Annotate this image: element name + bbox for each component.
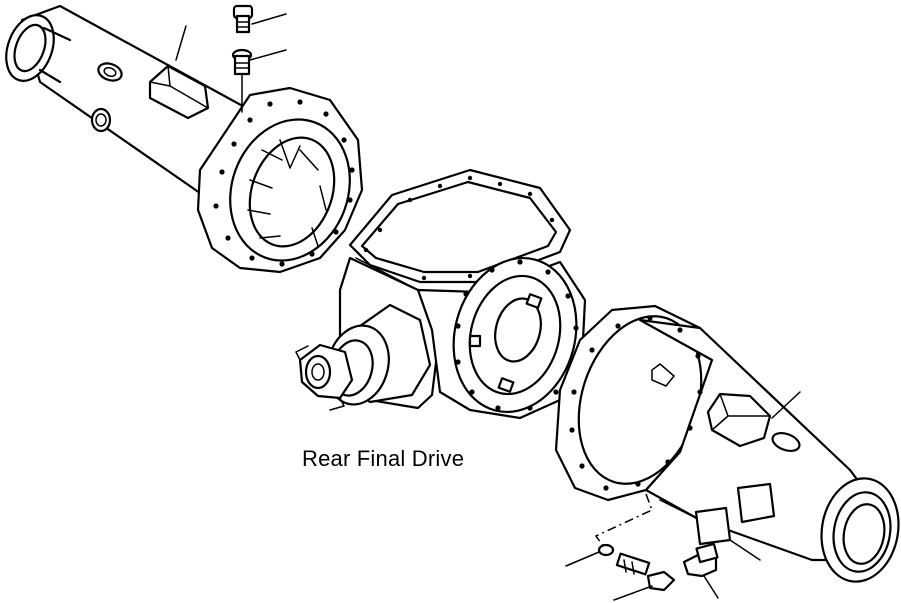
drain-plug-assembly: [565, 493, 761, 601]
adapter-fitting: [231, 48, 287, 113]
right-axle-housing: [554, 304, 900, 583]
left-axle-housing: [5, 4, 364, 274]
breather-fitting: [232, 4, 287, 34]
right-flange-bolts: [569, 315, 703, 491]
left-flange-bolts: [213, 99, 355, 267]
diagram-caption: Rear Final Drive: [302, 446, 465, 471]
